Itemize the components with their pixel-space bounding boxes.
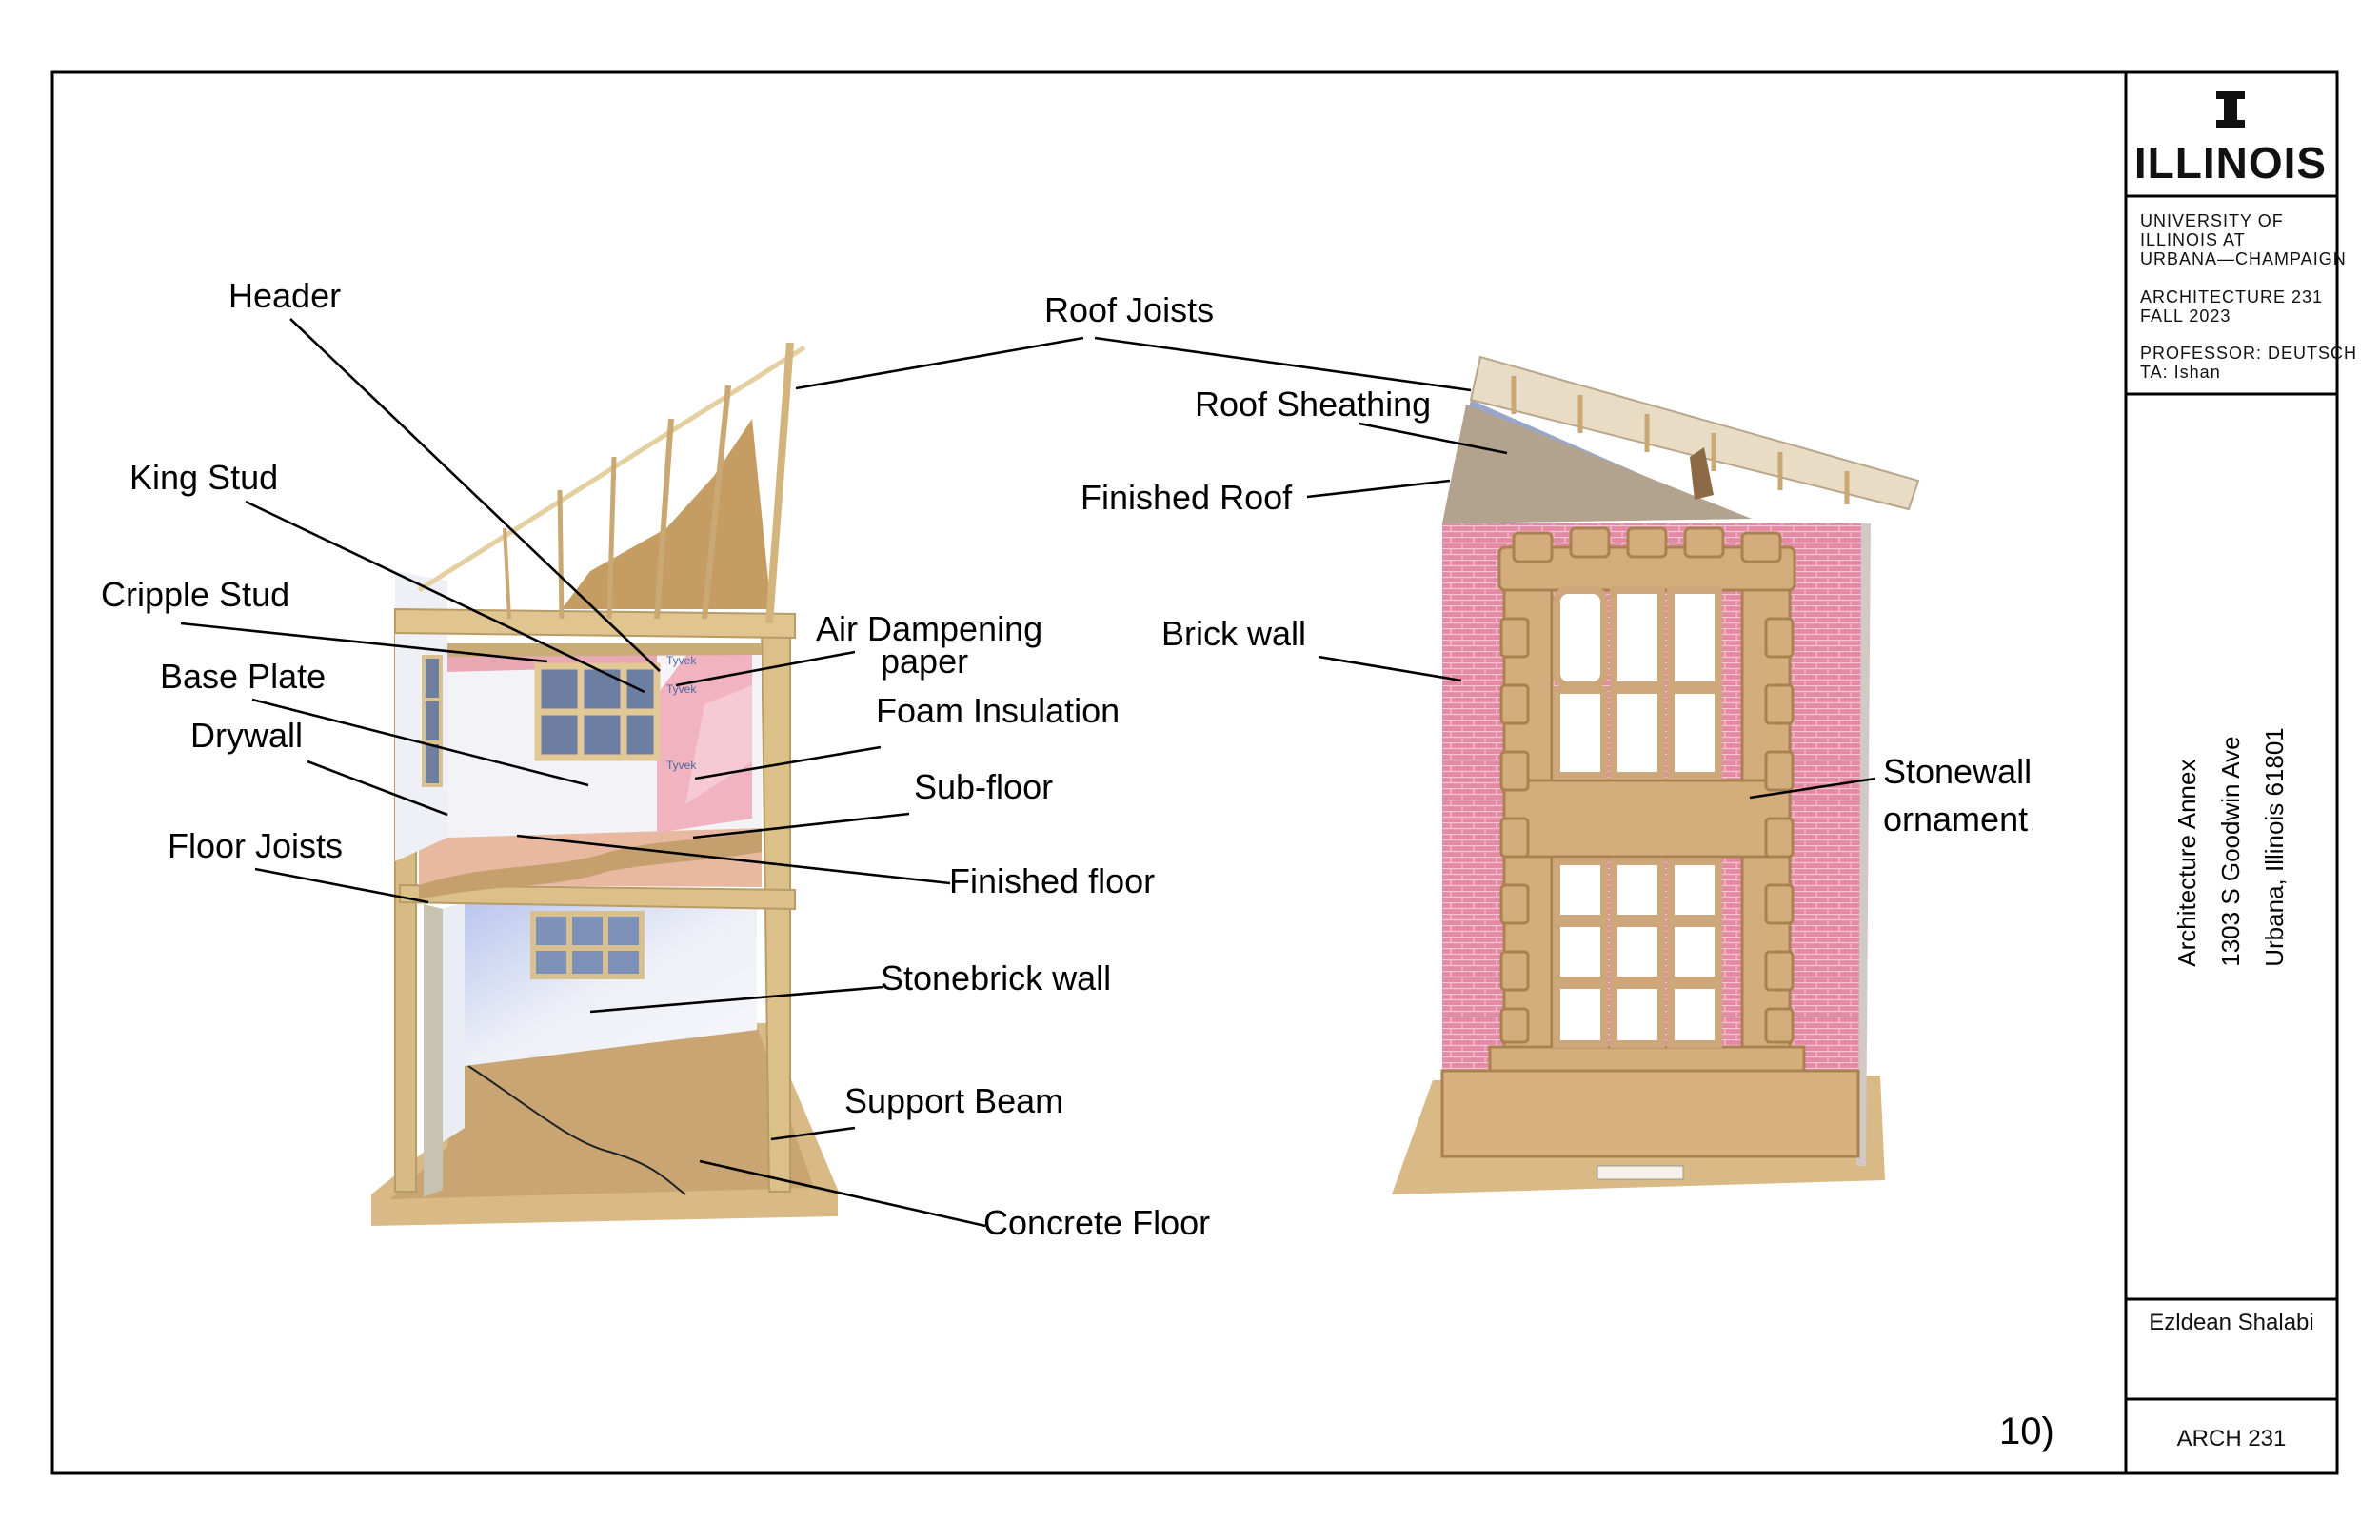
label-base-plate: Base Plate: [160, 657, 327, 696]
course-info: ARCHITECTURE 231 FALL 2023: [2140, 287, 2323, 326]
label-concrete-floor: Concrete Floor: [983, 1203, 1211, 1242]
section-model: Tyvek Tyvek Tyvek: [371, 342, 838, 1226]
roof-joist: [606, 456, 617, 620]
roof-sheathing-cutaway: [562, 419, 771, 609]
lower-window: [530, 911, 645, 979]
label-air-dampening-2: paper: [881, 642, 969, 681]
course-line: ARCHITECTURE 231: [2140, 287, 2324, 306]
page-number: 10): [1999, 1411, 2054, 1452]
leader-floor-joists: [254, 867, 429, 904]
concrete-floor: [390, 1026, 814, 1199]
label-stonebrick-wall: Stonebrick wall: [881, 958, 1112, 997]
label-stonewall-2: ornament: [1883, 800, 2029, 839]
roof-joist: [557, 489, 565, 620]
title-block-logo: ILLINOIS: [2126, 74, 2335, 196]
side-window: [422, 655, 443, 787]
university-line: URBANA—CHAMPAIGN: [2140, 249, 2347, 268]
logo-wordmark: ILLINOIS: [2133, 138, 2328, 188]
label-roof-sheathing: Roof Sheathing: [1195, 385, 1432, 424]
leader-header: [289, 318, 661, 672]
leader-concrete-floor: [699, 1159, 986, 1228]
leader-roof-joists: [795, 336, 1084, 390]
leader-cripple-stud: [180, 622, 548, 663]
leader-support-beam: [770, 1126, 856, 1141]
tyvek-tag: Tyvek: [666, 654, 697, 667]
stone-quoin: [1499, 617, 1795, 1044]
leader-finished-floor: [516, 834, 951, 885]
label-floor-joists: Floor Joists: [168, 826, 344, 865]
roof-sheathing: [1442, 405, 1752, 523]
roof-joist: [503, 527, 511, 620]
course-code: ARCH 231: [2176, 1426, 2287, 1451]
author-name: Ezldean Shalabi: [2149, 1310, 2314, 1335]
project-street: 1303 S Goodwin Ave: [2216, 736, 2245, 967]
leader-stonewall: [1749, 777, 1876, 800]
university-line: ILLINOIS AT: [2140, 230, 2246, 249]
project-name: Architecture Annex: [2172, 759, 2201, 967]
label-stonewall: Stonewall: [1883, 752, 2033, 791]
header-beam: [394, 607, 796, 640]
leader-lines: [180, 318, 1876, 1228]
university-name: UNIVERSITY OF ILLINOIS AT URBANA—CHAMPAI…: [2140, 211, 2347, 268]
leader-roof-sheathing: [1359, 422, 1508, 455]
sub-floor: [419, 830, 762, 899]
tyvek-tag: Tyvek: [666, 682, 697, 696]
facade-roof-joist: [1511, 376, 1850, 504]
label-king-stud: King Stud: [129, 458, 279, 497]
leader-foam-insulation: [694, 745, 882, 780]
label-finished-floor: Finished floor: [949, 861, 1156, 900]
course-line: FALL 2023: [2140, 306, 2231, 326]
facade-window: [1553, 586, 1722, 1048]
tyvek-tag: Tyvek: [666, 759, 697, 772]
leader-brick-wall: [1318, 655, 1462, 682]
roof-joist: [702, 385, 731, 620]
drywall: [395, 571, 447, 861]
label-roof-joists: Roof Joists: [1044, 290, 1215, 329]
label-drywall: Drywall: [190, 716, 304, 755]
leader-finished-roof: [1306, 479, 1451, 499]
leader-stonebrick-wall: [589, 985, 884, 1014]
label-air-dampening: Air Dampening: [816, 609, 1043, 648]
leader-sub-floor: [692, 812, 910, 839]
university-line: UNIVERSITY OF: [2140, 211, 2284, 230]
label-cripple-stud: Cripple Stud: [101, 575, 290, 614]
label-header: Header: [228, 276, 342, 315]
upper-window: [534, 662, 661, 761]
professor: PROFESSOR: DEUTSCH: [2140, 344, 2358, 363]
label-brick-wall: Brick wall: [1161, 614, 1307, 653]
project-info: Architecture Annex 1303 S Goodwin Ave Ur…: [2126, 395, 2335, 1299]
label-sub-floor: Sub-floor: [914, 767, 1054, 806]
label-foam-insulation: Foam Insulation: [876, 691, 1121, 730]
label-support-beam: Support Beam: [844, 1081, 1064, 1120]
leader-air-dampening: [675, 650, 856, 687]
block-i-logo-icon: [2216, 91, 2245, 128]
leader-king-stud: [245, 500, 645, 694]
project-address: Architecture Annex 1303 S Goodwin Ave Ur…: [2165, 727, 2296, 967]
teaching-assistant: TA: Ishan: [2140, 363, 2221, 382]
leader-base-plate: [251, 698, 589, 787]
label-finished-roof: Finished Roof: [1081, 478, 1293, 517]
roof-joist: [654, 418, 674, 620]
facade-model: [1392, 355, 1920, 1194]
sheet-border: [50, 70, 2339, 1475]
leader-drywall: [307, 760, 448, 817]
project-city: Urbana, Illinois 61801: [2260, 727, 2289, 967]
roof-joist: [765, 342, 794, 624]
leader-facade-roof-joists: [1094, 336, 1472, 392]
